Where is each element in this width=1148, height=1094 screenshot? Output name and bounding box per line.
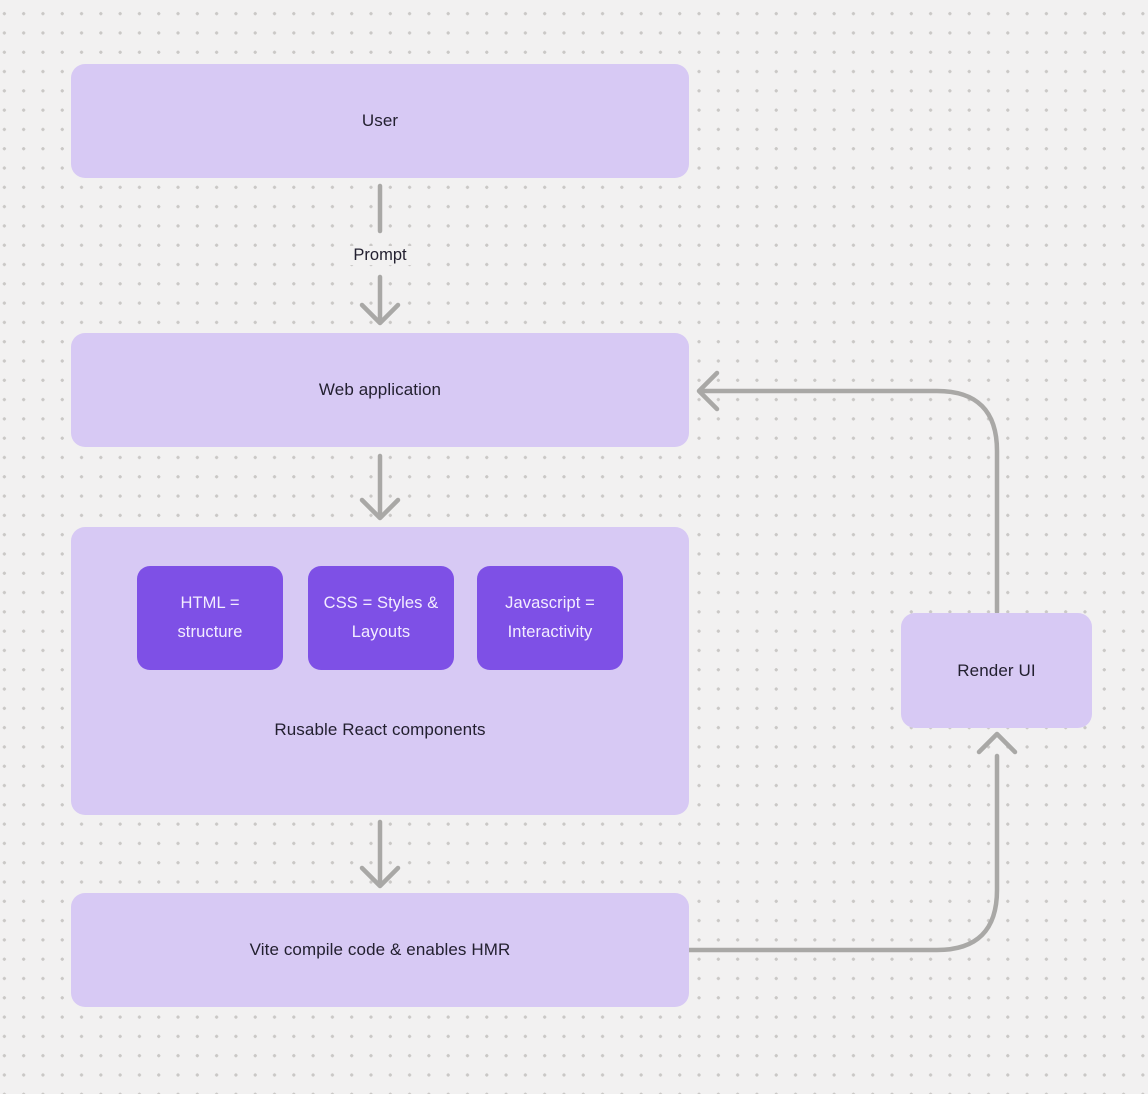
node-javascript-label: Javascript = Interactivity <box>505 594 595 641</box>
node-user[interactable]: User <box>71 64 689 178</box>
node-javascript[interactable]: Javascript = Interactivity <box>477 566 623 670</box>
edge-label-prompt: Prompt <box>348 246 412 265</box>
arrowhead-down-icon <box>359 302 401 326</box>
node-html[interactable]: HTML = structure <box>137 566 283 670</box>
node-components-group[interactable]: HTML = structure CSS = Styles & Layouts … <box>71 527 689 815</box>
components-group-label: Rusable React components <box>274 720 486 739</box>
node-css[interactable]: CSS = Styles & Layouts <box>308 566 454 670</box>
node-css-label: CSS = Styles & Layouts <box>323 594 439 641</box>
arrowhead-left-icon <box>696 370 720 412</box>
node-render-ui[interactable]: Render UI <box>901 613 1092 728</box>
node-web-application[interactable]: Web application <box>71 333 689 447</box>
node-render-ui-label: Render UI <box>957 660 1036 680</box>
edge-vite-to-render-line <box>686 753 1000 953</box>
edge-render-to-webapp-line <box>698 388 1000 615</box>
arrowhead-up-icon <box>976 731 1018 755</box>
node-html-label: HTML = structure <box>177 594 243 641</box>
node-vite[interactable]: Vite compile code & enables HMR <box>71 893 689 1007</box>
node-user-label: User <box>361 111 399 130</box>
arrowhead-down-icon <box>359 497 401 521</box>
node-web-application-label: Web application <box>318 380 442 399</box>
arrowhead-down-icon <box>359 865 401 889</box>
node-vite-label: Vite compile code & enables HMR <box>249 940 511 959</box>
